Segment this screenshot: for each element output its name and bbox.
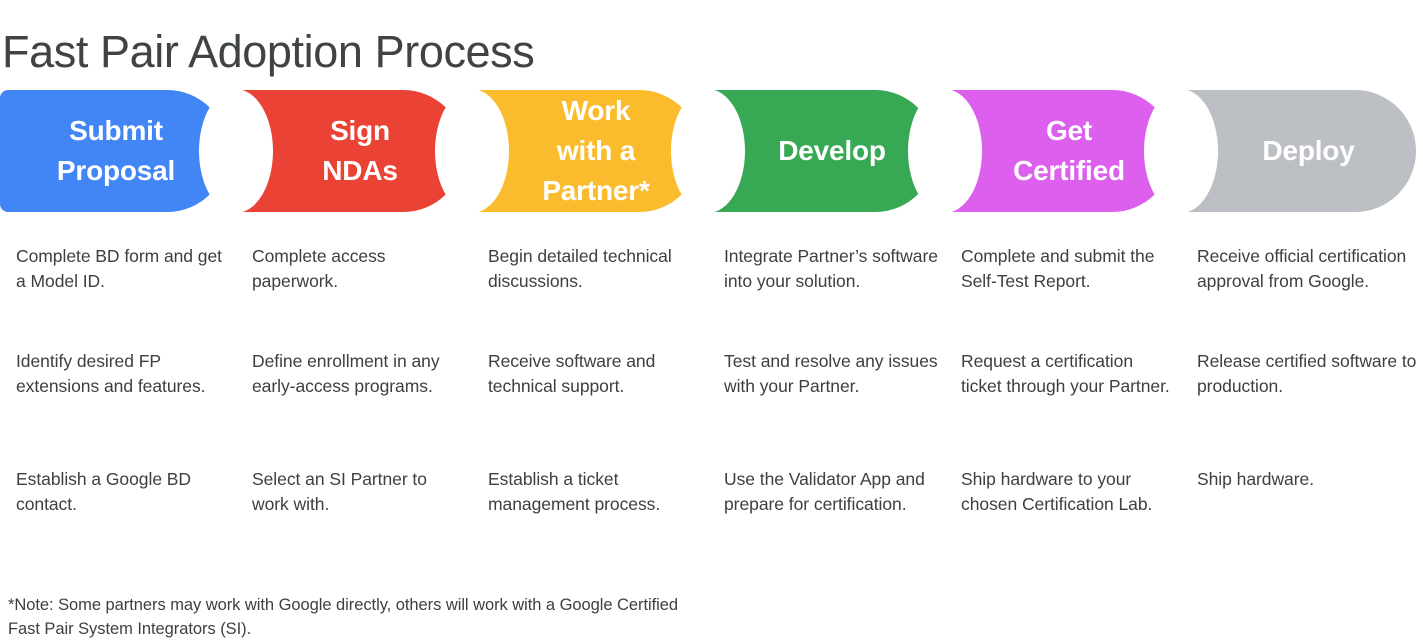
stage-banner-deploy[interactable]: Deploy <box>1144 89 1416 213</box>
stage-bullet-get-certified-3: Ship hardware to your chosen Certificati… <box>961 469 1153 514</box>
stage-banner-label: Work with a Partner* <box>542 95 650 206</box>
stage-bullet-develop-1: Integrate Partner’s software into your s… <box>724 246 938 291</box>
stage-banner-get-certified[interactable]: Get Certified <box>908 89 1173 213</box>
stage-bullet-sign-ndas-1: Complete access paperwork. <box>252 246 386 291</box>
stage-banner-develop[interactable]: Develop <box>671 89 936 213</box>
stage-banner-label: Sign NDAs <box>322 115 398 186</box>
stage-banner-sign-ndas[interactable]: Sign NDAs <box>199 89 464 213</box>
stage-bullet-deploy-3: Ship hardware. <box>1197 469 1315 489</box>
stage-bullet-develop-2: Test and resolve any issues with your Pa… <box>724 351 938 396</box>
stage-banner-label: Get Certified <box>1013 115 1125 186</box>
stage-banner-submit-proposal[interactable]: Submit Proposal <box>0 90 228 212</box>
stage-bullet-work-with-a-partner-1: Begin detailed technical discussions. <box>488 246 672 291</box>
stage-banner-label: Deploy <box>1262 135 1355 167</box>
stage-bullet-get-certified-2: Request a certification ticket through y… <box>961 351 1170 396</box>
stage-bullet-sign-ndas-2: Define enrollment in any early-access pr… <box>252 351 440 396</box>
stage-banner-label: Submit Proposal <box>56 115 176 186</box>
stage-bullet-work-with-a-partner-3: Establish a ticket management process. <box>488 469 661 514</box>
stage-bullet-work-with-a-partner-2: Receive software and technical support. <box>488 351 656 396</box>
page-title: Fast Pair Adoption Process <box>2 26 535 78</box>
stage-bullet-get-certified-1: Complete and submit the Self-Test Report… <box>961 246 1155 291</box>
stage-bullet-submit-proposal-3: Establish a Google BD contact. <box>16 469 192 514</box>
stage-bullet-develop-3: Use the Validator App and prepare for ce… <box>724 469 925 514</box>
stage-bullet-submit-proposal-2: Identify desired FP extensions and featu… <box>16 351 206 396</box>
stage-bullet-sign-ndas-3: Select an SI Partner to work with. <box>252 469 427 514</box>
stage-bullet-deploy-1: Receive official certification approval … <box>1197 246 1407 291</box>
process-stage-banner-row: Submit Proposal Sign NDAs Work with a Part… <box>0 89 1423 213</box>
stage-banner-label: Develop <box>778 135 886 167</box>
stage-bullet-deploy-2: Release certified software to production… <box>1197 351 1417 396</box>
stage-bullet-submit-proposal-1: Complete BD form and get a Model ID. <box>16 246 222 291</box>
stage-banner-work-with-a-partner[interactable]: Work with a Partner* <box>435 89 700 213</box>
footnote-note: *Note: Some partners may work with Googl… <box>8 595 679 638</box>
